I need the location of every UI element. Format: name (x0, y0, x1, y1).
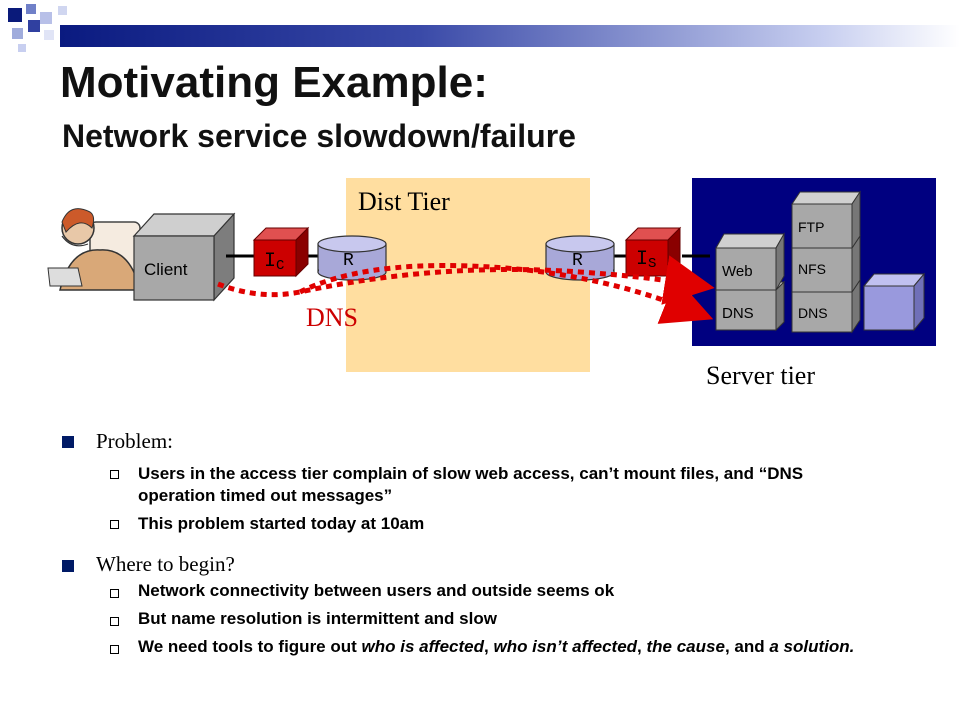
slide-title: Motivating Example: (60, 58, 488, 107)
router-right-icon: R (545, 235, 615, 281)
server-stack-ftp-nfs-dns: DNS NFS FTP (791, 190, 861, 334)
server-box-nfs: NFS (798, 261, 826, 277)
sub-bullet-1-2-seg-5: the cause (646, 637, 725, 656)
server-tier-label: Server tier (706, 361, 815, 390)
header-bar (60, 25, 960, 47)
sub-bullet-marker (110, 645, 119, 654)
sub-bullet-1-1: But name resolution is intermittent and … (138, 608, 858, 630)
sub-bullet-marker (110, 470, 119, 479)
server-stack-web-dns: DNS Web (714, 232, 786, 332)
bullet-marker (62, 560, 74, 572)
sub-bullet-1-2-seg-7: a solution. (769, 637, 855, 656)
is-label-sub: S (648, 256, 656, 272)
sub-bullet-marker (110, 589, 119, 598)
sub-bullet-1-2: We need tools to figure out who is affec… (138, 636, 878, 658)
bullet-marker (62, 436, 74, 448)
sub-bullet-1-2-seg-4: , (637, 637, 647, 656)
sub-bullet-1-2-seg-6: , and (724, 637, 770, 656)
bullet-where-to-begin: Where to begin? (96, 552, 235, 576)
ic-label-sub: C (276, 258, 284, 274)
is-label: IS (636, 248, 656, 272)
router-right-label: R (572, 251, 583, 271)
sub-bullet-1-1-text: But name resolution is intermittent and … (138, 609, 497, 628)
sub-bullet-marker (110, 520, 119, 529)
slide-subtitle: Network service slowdown/failure (62, 118, 576, 154)
server-box-web: Web (722, 263, 753, 280)
server-box-dns-right: DNS (798, 305, 828, 321)
sub-bullet-1-2-seg-2: , (484, 637, 494, 656)
dns-arrow-upper (217, 255, 715, 305)
sub-bullet-1-2-seg-1: who is affected (361, 637, 485, 656)
user-person-icon (47, 208, 141, 291)
server-box-ftp: FTP (798, 219, 824, 235)
sub-bullet-marker (110, 617, 119, 626)
bullet-problem: Problem: (96, 429, 173, 453)
dns-arrow-label: DNS (306, 303, 358, 332)
ic-label: IC (264, 250, 284, 274)
sub-bullet-1-2-seg-3: who isn’t affected (493, 637, 638, 656)
sub-bullet-1-0-text: Network connectivity between users and o… (138, 581, 615, 600)
client-label: Client (144, 260, 188, 279)
is-interface-box: IS (624, 226, 682, 278)
sub-bullet-0-1: This problem started today at 10am (138, 513, 828, 535)
network-diagram: Dist Tier Server tier Client IC R (47, 178, 936, 390)
sub-bullet-1-0: Network connectivity between users and o… (138, 580, 858, 602)
client-box: Client (132, 212, 236, 302)
is-label-main: I (636, 248, 648, 271)
dist-tier-label: Dist Tier (358, 187, 450, 216)
sub-bullet-0-1-text: This problem started today at 10am (138, 514, 425, 533)
sub-bullet-0-0: Users in the access tier complain of slo… (138, 463, 828, 507)
sub-bullet-1-2-seg-0: We need tools to figure out (138, 637, 362, 656)
dns-arrow-lower (298, 263, 714, 324)
ic-label-main: I (264, 250, 276, 273)
server-box-empty (862, 272, 926, 332)
server-box-dns-left: DNS (722, 305, 754, 322)
sub-bullet-0-0-text: Users in the access tier complain of slo… (138, 464, 804, 505)
ic-interface-box: IC (252, 226, 310, 278)
router-left-label: R (343, 251, 354, 271)
